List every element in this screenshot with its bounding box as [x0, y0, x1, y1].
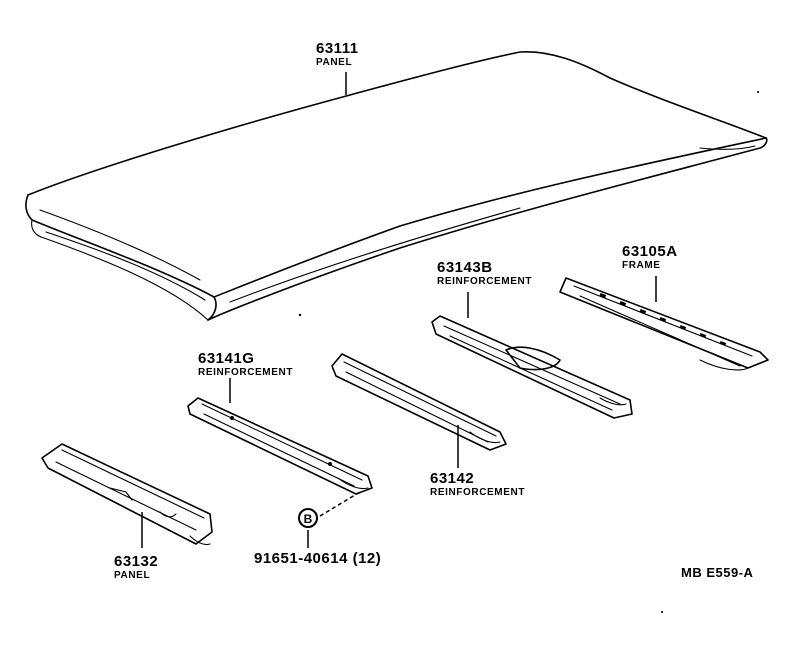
part-name: FRAME — [622, 260, 661, 271]
part-number: 63142 — [430, 470, 475, 487]
label-bolt: 91651-40614 (12) — [254, 551, 381, 566]
part-number: 63111 — [316, 40, 359, 57]
bolt-symbol: B — [298, 508, 318, 528]
reinforcement-mid-drawing — [331, 353, 507, 451]
part-name: REINFORCEMENT — [198, 367, 294, 378]
part-name: REINFORCEMENT — [437, 276, 533, 287]
label-reinforcement-front: 63141G REINFORCEMENT — [198, 351, 293, 378]
part-name: PANEL — [316, 57, 353, 68]
leader-lines — [141, 72, 657, 548]
label-reinforcement-mid: 63142 REINFORCEMENT — [430, 471, 525, 498]
diagram-code: MB E559-A — [681, 565, 754, 580]
bolt-symbol-letter: B — [304, 512, 313, 526]
label-frame: 63105A FRAME — [622, 244, 678, 271]
part-number: 63105A — [622, 243, 678, 260]
roof-panel-drawing — [25, 51, 768, 321]
reinforcement-rear-drawing — [431, 315, 633, 419]
part-name: PANEL — [114, 570, 151, 581]
frame-drawing — [559, 277, 769, 371]
bolt-number: 91651-40614 — [254, 550, 348, 567]
part-number: 63132 — [114, 553, 159, 570]
label-panel-roof: 63111 PANEL — [316, 41, 359, 68]
label-reinforcement-rear: 63143B REINFORCEMENT — [437, 260, 532, 287]
bolt-quantity: (12) — [352, 550, 382, 567]
front-panel-drawing — [41, 443, 213, 546]
label-panel-front: 63132 PANEL — [114, 554, 158, 581]
part-number: 63141G — [198, 350, 255, 367]
part-number: 63143B — [437, 259, 493, 276]
reinforcement-front-drawing — [187, 397, 373, 495]
part-name: REINFORCEMENT — [430, 487, 526, 498]
